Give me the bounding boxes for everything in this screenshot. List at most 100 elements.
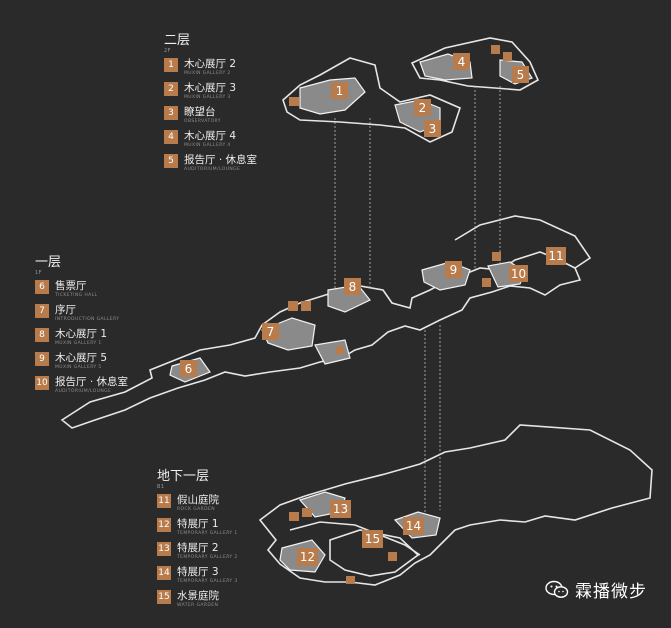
legend-label: 木心展厅 5 [55,352,108,364]
plan-marker-14: 14 [403,517,424,535]
plan-marker-15: 15 [362,530,383,548]
legend-label-en: MUXIN GALLERY 5 [55,365,102,370]
plan-marker-12: 12 [297,548,318,566]
legend-label: 假山庭院 [177,494,219,506]
legend-label: 特展厅 2 [177,542,219,554]
legend-label-en: ROCK GARDEN [177,507,215,512]
plan-marker-8-label: 8 [349,280,357,294]
plan-marker-10-label: 10 [511,267,526,281]
legend-label: 特展厅 1 [177,518,219,530]
plan-marker-5: 5 [512,66,529,83]
legend-label-en: TICKETING HALL [55,293,98,298]
plan-marker-1-label: 1 [336,84,344,98]
legend-label: 木心展厅 4 [184,130,237,142]
legend-label-en: TEMPORARY GALLERY 1 [177,531,238,536]
plan-marker-4: 4 [453,53,470,70]
legend-label: 序厅 [55,304,76,316]
floor-2f-outline [282,37,540,143]
legend-label-en: MUXIN GALLERY 2 [184,71,231,76]
legend-badge: 14 [157,566,171,580]
plan-marker-3: 3 [424,120,441,137]
legend-badge: 11 [157,494,171,508]
legend-badge: 15 [157,590,171,604]
legend-badge: 13 [157,542,171,556]
legend-label: 报告厅 · 休息室 [184,154,258,166]
legend-label-en: AUDITORIUM/LOUNGE [55,389,112,394]
plan-marker-2: 2 [414,99,431,116]
legend-label-en: TEMPORARY GALLERY 2 [177,555,238,560]
legend-label: 售票厅 [55,280,87,292]
legend-badge: 4 [164,130,178,144]
legend-b1-subtitle: B1 [157,484,165,490]
legend-badge: 2 [164,82,178,96]
legend-badge: 12 [157,518,171,532]
legend-label-en: TEMPORARY GALLERY 3 [177,579,238,584]
legend-1f-subtitle: 1F [35,270,43,276]
legend-label-en: MUXIN GALLERY 1 [55,341,102,346]
legend-label: 木心展厅 2 [184,58,237,70]
legend-badge: 8 [35,328,49,342]
plan-marker-12-label: 12 [300,550,315,564]
legend-1f-title: 一层 [35,255,62,270]
plan-markers: 1 2 3 4 5 6 7 8 9 10 11 12 13 14 15 [180,53,566,566]
plan-marker-14-label: 14 [406,519,421,533]
legend-label: 木心展厅 3 [184,82,237,94]
legend-badge: 6 [35,280,49,294]
floor-1f-outline [60,215,592,429]
plan-marker-4-label: 4 [458,55,466,69]
watermark-text: 霖播微步 [575,582,647,602]
plan-marker-6: 6 [180,360,197,377]
legend-badge: 7 [35,304,49,318]
legend-2f-subtitle: 2F [164,48,172,54]
plan-marker-1: 1 [331,82,348,99]
plan-marker-5-label: 5 [517,68,525,82]
plan-marker-11-label: 11 [548,249,563,263]
plan-marker-9: 9 [445,261,462,278]
legend-badge: 3 [164,106,178,120]
legend-label: 特展厅 3 [177,566,219,578]
legend-label: 水景庭院 [177,590,219,602]
legend-label-en: MUXIN GALLERY 3 [184,95,231,100]
legend-badge: 1 [164,58,178,72]
legend-label-en: OBSERVATORY [184,119,221,124]
legend-2f-title: 二层 [164,33,191,48]
plan-marker-9-label: 9 [450,263,458,277]
wechat-icon [545,580,569,598]
plan-marker-7: 7 [262,323,279,340]
watermark: 霖播微步 [545,577,647,602]
legend-badge: 5 [164,154,178,168]
legend-label: 木心展厅 1 [55,328,108,340]
plan-marker-6-label: 6 [185,362,193,376]
plan-marker-8: 8 [344,278,361,295]
legend-badge: 10 [35,376,49,390]
plan-marker-13: 13 [330,500,351,518]
legend-b1-title: 地下一层 [157,469,210,484]
plan-marker-2-label: 2 [419,101,427,115]
legend-label-en: AUDITORIUM/LOUNGE [184,167,241,172]
legend-label: 瞭望台 [184,106,216,118]
legend-label-en: WATER GARDEN [177,603,219,608]
plan-marker-15-label: 15 [365,532,380,546]
legend-label-en: INTRODUCTION GALLERY [55,317,120,322]
legend-label-en: MUXIN GALLERY 4 [184,143,231,148]
legend-badge: 9 [35,352,49,366]
plan-marker-13-label: 13 [333,502,348,516]
plan-marker-11: 11 [546,247,566,265]
